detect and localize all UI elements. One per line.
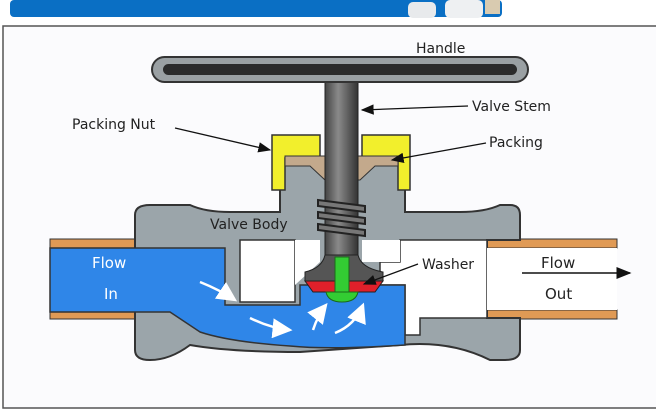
header-banner bbox=[10, 0, 502, 17]
label-in: In bbox=[104, 285, 118, 303]
label-out: Out bbox=[545, 285, 572, 303]
stem-threads bbox=[317, 198, 366, 238]
label-handle: Handle bbox=[416, 41, 465, 57]
screw-shaft bbox=[334, 256, 350, 294]
leader-arrows bbox=[174, 104, 487, 285]
bonnet-chamber-left bbox=[239, 239, 296, 303]
flow-arrows bbox=[199, 280, 366, 339]
label-flow-in: Flow bbox=[92, 254, 126, 272]
label-valve-body: Valve Body bbox=[210, 217, 288, 233]
valve-stem bbox=[324, 77, 359, 269]
banner-tanks-image bbox=[408, 0, 500, 18]
label-flow-out: Flow bbox=[541, 254, 575, 272]
label-packing: Packing bbox=[489, 135, 543, 151]
label-washer: Washer bbox=[422, 257, 474, 273]
label-packing-nut: Packing Nut bbox=[72, 117, 156, 133]
label-valve-stem: Valve Stem bbox=[472, 99, 551, 115]
screw-head bbox=[325, 291, 359, 303]
